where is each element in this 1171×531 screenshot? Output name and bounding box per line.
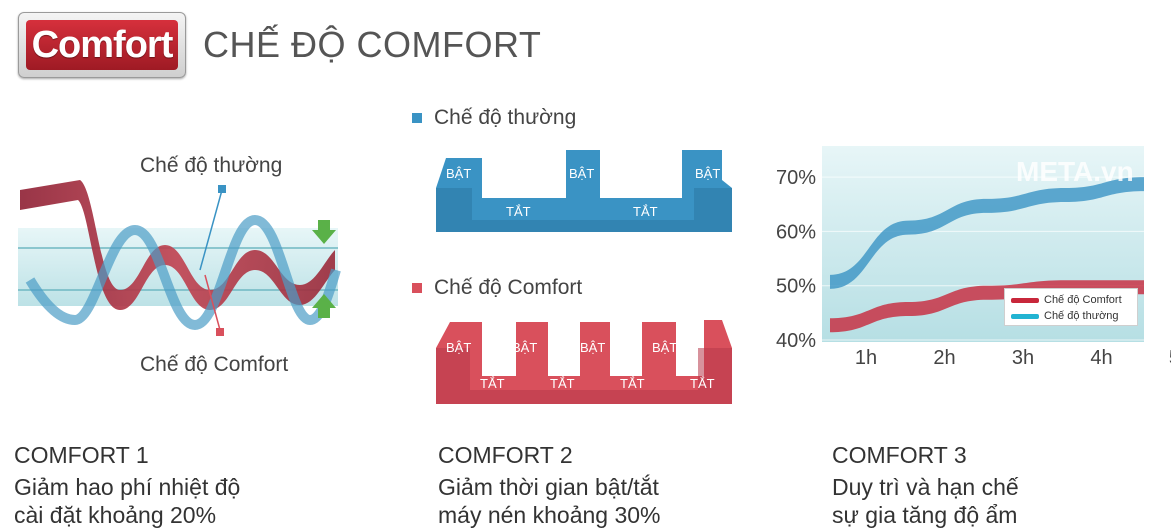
comfort-off-label-4: TẮT — [690, 376, 715, 391]
x-tick-label: 4h — [1090, 347, 1112, 369]
comfort-on-label-2: BẬT — [512, 340, 538, 355]
comfort-off-label-3: TẮT — [620, 376, 645, 391]
legend-comfort-swatch — [412, 283, 422, 293]
normal-pointer-marker — [218, 185, 226, 193]
caption-3-title: COMFORT 3 — [832, 442, 967, 468]
normal-pointer — [199, 189, 223, 271]
comfort-on-label-3: BẬT — [580, 340, 606, 355]
normal-on-label-3: BẬT — [695, 166, 721, 181]
caption-1-line-2: cài đặt khoảng 20% — [14, 502, 217, 528]
caption-comfort-3: COMFORT 3 Duy trì và hạn chế sự gia tăng… — [832, 442, 1162, 529]
panel1-wave-diagram — [18, 180, 341, 336]
caption-2-title: COMFORT 2 — [438, 442, 573, 468]
page-title: CHẾ ĐỘ COMFORT — [203, 24, 542, 65]
chart-legend-comfort-label: Chế độ Comfort — [1044, 294, 1122, 306]
chart-legend-normal: Chế độ thường — [1011, 310, 1119, 322]
normal-block-shade — [436, 188, 732, 232]
legend-comfort-label: Chế độ Comfort — [434, 276, 583, 299]
normal-block-front — [436, 150, 732, 232]
x-tick-label: 2h — [933, 347, 955, 369]
comfort-pointer-marker — [216, 328, 224, 336]
panel1-label-comfort: Chế độ Comfort — [140, 353, 289, 376]
comfort-block-front — [436, 320, 732, 404]
chart-legend-comfort: Chế độ Comfort — [1011, 294, 1122, 306]
legend-normal-swatch — [412, 113, 422, 123]
caption-1-line-1: Giảm hao phí nhiệt độ — [14, 474, 241, 500]
caption-1-title: COMFORT 1 — [14, 442, 149, 468]
chart-legend-normal-label: Chế độ thường — [1044, 310, 1119, 322]
x-tick-label: 5h — [1169, 347, 1171, 369]
caption-3-line-2: sự gia tăng độ ẩm — [832, 502, 1018, 528]
normal-off-label-1: TẮT — [506, 204, 531, 219]
arrow-up-icon — [312, 294, 336, 318]
legend-normal-label: Chế độ thường — [434, 106, 577, 129]
normal-off-label-2: TẮT — [633, 204, 658, 219]
normal-on-label-2: BẬT — [569, 166, 595, 181]
comfort-wave — [20, 180, 335, 310]
comfort-off-label-2: TẮT — [550, 376, 575, 391]
normal-wave — [25, 214, 341, 331]
chart-legend-normal-swatch — [1011, 313, 1039, 319]
legend-normal: Chế độ thường — [412, 106, 576, 130]
legend-comfort: Chế độ Comfort — [412, 276, 582, 300]
caption-comfort-1: COMFORT 1 Giảm hao phí nhiệt độ cài đặt … — [14, 442, 344, 529]
chart-legend: Chế độ Comfort Chế độ thường — [1004, 288, 1138, 326]
caption-2-line-1: Giảm thời gian bật/tắt — [438, 474, 659, 500]
caption-2-line-2: máy nén khoảng 30% — [438, 502, 661, 528]
x-tick-label: 1h — [855, 347, 877, 369]
chart-watermark: META.vn — [1016, 156, 1134, 187]
x-tick-label: 3h — [1012, 347, 1034, 369]
comfort-off-label-1: TẮT — [480, 376, 505, 391]
caption-comfort-2: COMFORT 2 Giảm thời gian bật/tắt máy nén… — [438, 442, 768, 529]
comfort-pointer — [204, 274, 221, 331]
caption-3-line-1: Duy trì và hạn chế — [832, 474, 1019, 500]
comfort-block-shade — [436, 348, 732, 404]
normal-series-ribbon — [830, 177, 1144, 289]
y-tick-label: 70% — [776, 167, 816, 189]
comfort-on-label-1: BẬT — [446, 340, 472, 355]
y-tick-label: 60% — [776, 221, 816, 243]
panel1-label-normal: Chế độ thường — [140, 154, 283, 177]
y-tick-label: 50% — [776, 276, 816, 298]
normal-onoff-diagram — [436, 150, 732, 232]
normal-on-label-1: BẬT — [446, 166, 472, 181]
comfort-logo-badge: Comfort — [18, 12, 186, 78]
y-tick-label: 40% — [776, 330, 816, 352]
arrow-down-icon — [312, 220, 336, 244]
comfort-onoff-diagram — [436, 320, 732, 404]
comfort-on-label-4: BẬT — [652, 340, 678, 355]
comfort-logo-text: Comfort — [26, 20, 178, 70]
chart-legend-comfort-swatch — [1011, 297, 1039, 303]
